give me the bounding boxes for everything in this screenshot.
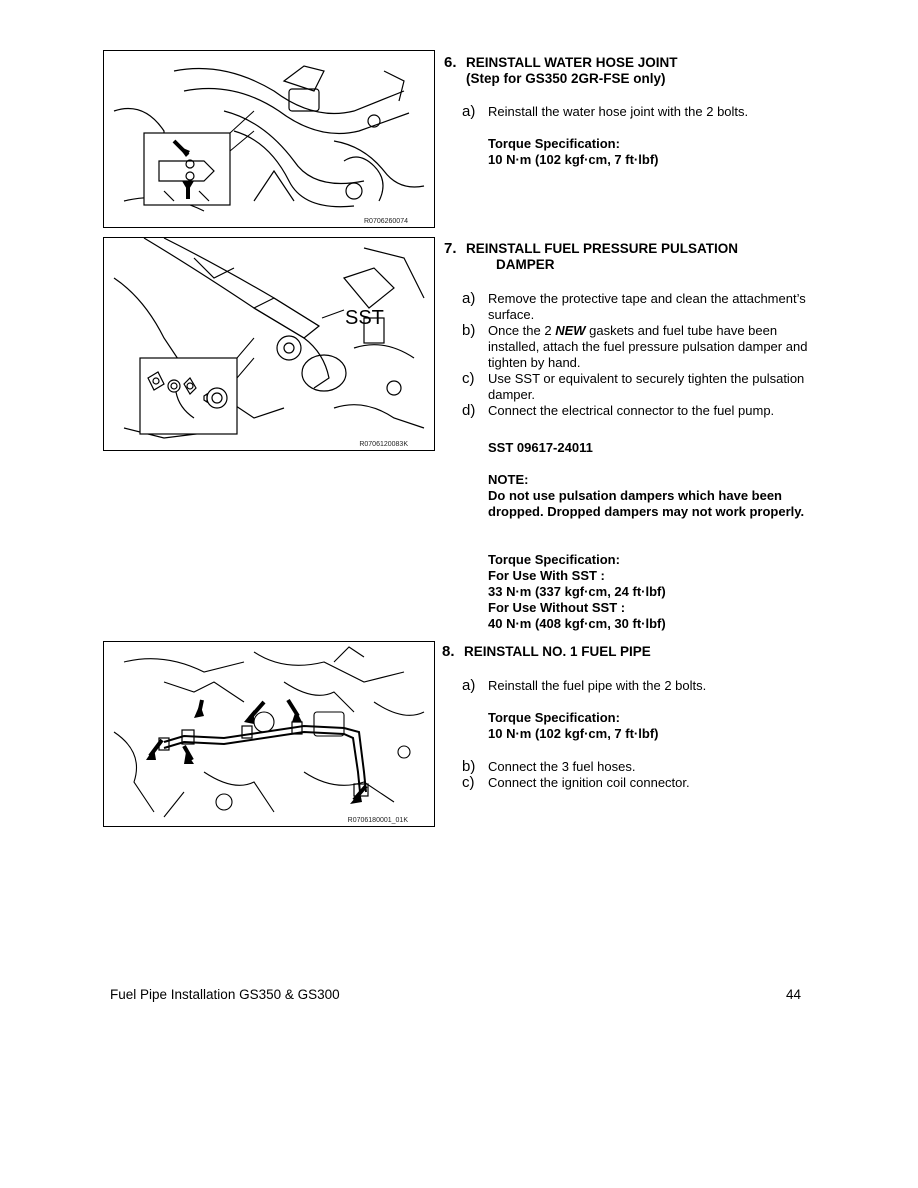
torque-value: 10 N·m (102 kgf·cm, 7 ft·lbf) (488, 726, 659, 741)
torque-without-value: 40 N·m (408 kgf·cm, 30 ft·lbf) (488, 616, 666, 631)
step-8-substeps-bc: b) Connect the 3 fuel hoses. c) Connect … (462, 759, 808, 791)
substep-letter: a) (462, 290, 476, 307)
step-number: 7. (444, 240, 457, 257)
engine-illustration-2: SST (113, 238, 425, 439)
step-number: 8. (442, 643, 455, 660)
torque-value: 10 N·m (102 kgf·cm, 7 ft·lbf) (488, 152, 659, 167)
torque-with-value: 33 N·m (337 kgf·cm, 24 ft·lbf) (488, 584, 666, 599)
substep-row: d) Connect the electrical connector to t… (462, 403, 808, 419)
step-6: 6. REINSTALL WATER HOSE JOINT (Step for … (444, 55, 678, 87)
step-title: REINSTALL NO. 1 FUEL PIPE (464, 644, 651, 659)
step-7-substeps: a) Remove the protective tape and clean … (462, 291, 808, 419)
substep-row: b) Connect the 3 fuel hoses. (462, 759, 808, 775)
step-6-substep-a: a) Reinstall the water hose joint with t… (462, 104, 808, 120)
step-7: 7. REINSTALL FUEL PRESSURE PULSATION DAM… (444, 241, 738, 273)
substep-text: Once the 2 NEW gaskets and fuel tube hav… (488, 323, 808, 371)
torque-label: Torque Specification: (488, 552, 620, 567)
substep-text: Use SST or equivalent to securely tighte… (488, 371, 805, 402)
substep-letter: b) (462, 322, 476, 339)
substep-text-post: gaskets and fuel tube have been installe… (488, 323, 808, 370)
substep-text: Remove the protective tape and clean the… (488, 291, 806, 322)
substep-letter: a) (462, 677, 476, 694)
step-8-substep-a: a) Reinstall the fuel pipe with the 2 bo… (462, 678, 808, 694)
page-number: 44 (785, 987, 801, 1002)
substep-text: Connect the electrical connector to the … (488, 403, 775, 418)
step-subtitle: (Step for GS350 2GR-FSE only) (466, 71, 666, 86)
sst-number: SST 09617-24011 (488, 440, 593, 455)
step-6-torque: Torque Specification: 10 N·m (102 kgf·cm… (488, 136, 658, 168)
note-label: NOTE: (488, 472, 529, 487)
step-8: 8. REINSTALL NO. 1 FUEL PIPE (442, 644, 651, 660)
substep-row: a) Remove the protective tape and clean … (462, 291, 808, 323)
substep-row: c) Use SST or equivalent to securely tig… (462, 371, 808, 403)
torque-label: Torque Specification: (488, 136, 620, 151)
figure-pulsation-damper: SST R0706120083K (103, 237, 435, 451)
substep-row: b) Once the 2 NEW gaskets and fuel tube … (462, 323, 808, 371)
substep-text: Connect the 3 fuel hoses. (488, 759, 636, 774)
substep-letter: c) (462, 370, 475, 387)
engine-illustration-1 (113, 65, 425, 212)
step-subtitle: DAMPER (496, 257, 555, 272)
torque-label: Torque Specification: (488, 710, 620, 725)
new-emphasis: NEW (555, 323, 586, 338)
substep-letter: b) (462, 758, 476, 775)
substep-text-pre: Once the 2 (488, 323, 556, 338)
substep-letter: d) (462, 402, 476, 419)
note-block: NOTE: Do not use pulsation dampers which… (488, 472, 808, 520)
figure-code: R0706180001_01K (347, 817, 408, 824)
figure-code: R0706120083K (359, 441, 408, 448)
step-title: REINSTALL WATER HOSE JOINT (466, 55, 678, 70)
substep-row: c) Connect the ignition coil connector. (462, 775, 808, 791)
figure-water-hose-joint: R0706260074 (103, 50, 435, 228)
note-text: Do not use pulsation dampers which have … (488, 488, 805, 519)
sst-label: SST (345, 307, 384, 329)
engine-illustration-3 (113, 646, 425, 818)
torque-with-label: For Use With SST : (488, 568, 605, 583)
figure-code: R0706260074 (364, 218, 408, 225)
substep-text: Connect the ignition coil connector. (488, 775, 690, 790)
figure-fuel-pipe: R0706180001_01K (103, 641, 435, 827)
substep-text: Reinstall the water hose joint with the … (488, 104, 749, 119)
substep-letter: c) (462, 774, 475, 791)
step-number: 6. (444, 54, 457, 71)
substep-letter: a) (462, 103, 476, 120)
footer-title: Fuel Pipe Installation GS350 & GS300 (110, 987, 340, 1002)
substep-text: Reinstall the fuel pipe with the 2 bolts… (488, 678, 707, 693)
torque-without-label: For Use Without SST : (488, 600, 626, 615)
step-8-torque: Torque Specification: 10 N·m (102 kgf·cm… (488, 710, 658, 742)
step-7-torque: Torque Specification: For Use With SST :… (488, 552, 666, 632)
step-title: REINSTALL FUEL PRESSURE PULSATION (466, 241, 739, 256)
